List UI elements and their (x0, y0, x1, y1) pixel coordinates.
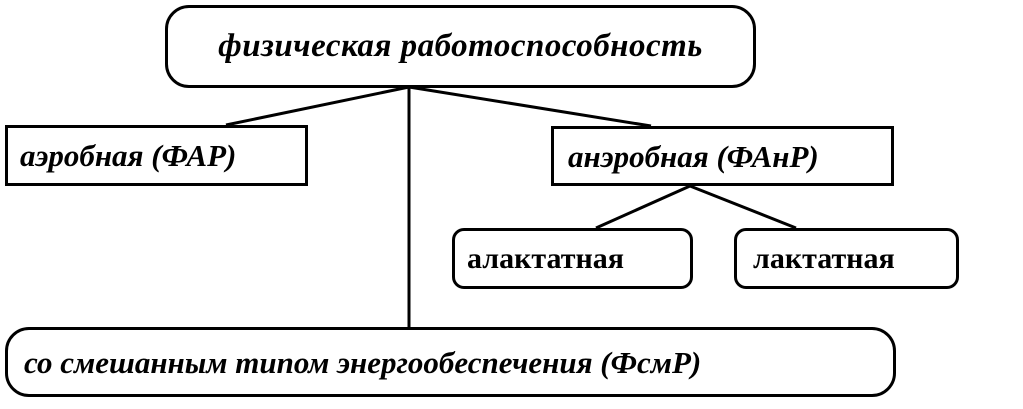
node-physical-performance: физическая работоспособность (165, 5, 756, 88)
node-mixed-energy-supply-label: со смешанным типом энергообеспечения (Фс… (24, 344, 702, 380)
node-alactic-label: алактатная (467, 241, 624, 275)
connector-anaerobic-to-lactic (689, 184, 797, 230)
node-anaerobic: анэробная (ФАнР) (551, 126, 894, 186)
connector-anaerobic-to-alactic (595, 184, 691, 230)
node-mixed-energy-supply: со смешанным типом энергообеспечения (Фс… (5, 327, 896, 397)
node-lactic: лактатная (734, 228, 959, 289)
node-aerobic-label: аэробная (ФАР) (20, 138, 237, 173)
node-anaerobic-label: анэробная (ФАнР) (568, 138, 819, 174)
node-aerobic: аэробная (ФАР) (5, 125, 308, 186)
connector-root-to-anaerobic (408, 85, 652, 128)
connector-root-to-aerobic (225, 85, 410, 127)
node-physical-performance-label: физическая работоспособность (218, 28, 703, 64)
node-alactic: алактатная (452, 228, 693, 289)
node-lactic-label: лактатная (753, 241, 895, 275)
